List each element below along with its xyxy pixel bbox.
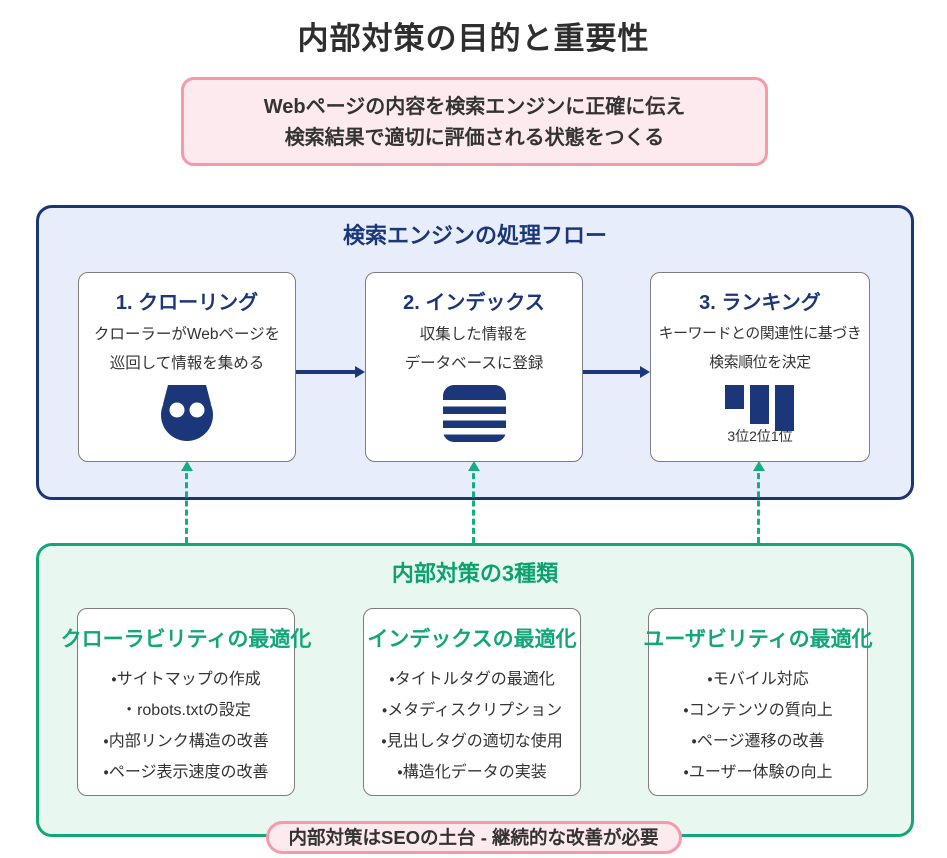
intro-line-2: 検索結果で適切に評価される状態をつくる [284, 127, 665, 149]
flow-step-title: 3. ランキング [699, 292, 821, 314]
intro-line-1: Webページの内容を検索エンジンに正確に伝え [263, 96, 686, 118]
flow-step-description: キーワードとの関連性に基づき 検索順位を決定 [658, 326, 862, 371]
robot-crawler-icon [159, 385, 215, 442]
measures-group-usability: ユーザビリティの最適化 ・モバイル対応 ・コンテンツの質向上 ・ページ遷移の改善… [643, 608, 873, 796]
arrow-crawling-to-indexing [296, 370, 356, 374]
list-item: ・内部リンク構造の改善 [103, 733, 269, 750]
list-item: ・ユーザー体験の向上 [683, 764, 833, 781]
dashed-up-arrow-crawlability [180, 461, 193, 543]
measures-group-items: ・モバイル対応 ・コンテンツの質向上 ・ページ遷移の改善 ・ユーザー体験の向上 [683, 664, 832, 788]
list-item: ・見出しタグの適切な使用 [381, 733, 563, 750]
dashed-up-arrow-usability [752, 461, 765, 543]
list-item: ・robots.txtの設定 [121, 702, 251, 719]
ranking-bars-icon [725, 385, 795, 431]
intro-box: Webページの内容を検索エンジンに正確に伝え 検索結果で適切に評価される状態をつ… [181, 77, 768, 166]
flow-step-title: 1. クローリング [115, 292, 259, 314]
measures-group-title: ユーザビリティの最適化 [643, 628, 873, 651]
footer-badge: 内部対策はSEOの土台 - 継続的な改善が必要 [265, 821, 682, 854]
measures-group-items: ・サイトマップの作成 ・robots.txtの設定 ・内部リンク構造の改善 ・ペ… [103, 664, 268, 788]
dashed-up-arrow-index [467, 461, 480, 543]
flow-step-title: 2. インデックス [403, 292, 545, 314]
arrow-indexing-to-ranking [583, 370, 641, 374]
flow-step-description: クローラーがWebページを 巡回して情報を集める [93, 326, 281, 372]
list-item: ・モバイル対応 [707, 671, 809, 688]
measures-group-index: インデックスの最適化 ・タイトルタグの最適化 ・メタディスクリプション ・見出し… [363, 608, 581, 796]
list-item: ・構造化データの実装 [397, 764, 547, 781]
measures-panel-title: 内部対策の3種類 [391, 561, 559, 586]
flow-step-indexing: 2. インデックス 収集した情報を データベースに登録 [365, 272, 583, 462]
rank-labels: 3位2位1位 [727, 428, 793, 444]
list-item: ・ページ表示速度の改善 [103, 764, 269, 781]
measures-group-title: クローラビリティの最適化 [60, 628, 312, 651]
database-icon [442, 385, 506, 442]
flow-step-ranking: 3. ランキング キーワードとの関連性に基づき 検索順位を決定 3位2位1位 [650, 272, 870, 462]
measures-group-title: インデックスの最適化 [367, 628, 577, 651]
measures-group-items: ・タイトルタグの最適化 ・メタディスクリプション ・見出しタグの適切な使用 ・構… [381, 664, 562, 788]
list-item: ・メタディスクリプション [381, 702, 563, 719]
list-item: ・サイトマップの作成 [111, 671, 261, 688]
page-title: 内部対策の目的と重要性 [297, 21, 650, 56]
flow-step-description: 収集した情報を データベースに登録 [404, 326, 544, 372]
flow-panel-title: 検索エンジンの処理フロー [342, 223, 607, 248]
list-item: ・ページ遷移の改善 [691, 733, 825, 750]
flow-step-crawling: 1. クローリング クローラーがWebページを 巡回して情報を集める [78, 272, 296, 462]
list-item: ・タイトルタグの最適化 [389, 671, 555, 688]
list-item: ・コンテンツの質向上 [683, 702, 833, 719]
measures-group-crawlability: クローラビリティの最適化 ・サイトマップの作成 ・robots.txtの設定 ・… [61, 608, 311, 796]
